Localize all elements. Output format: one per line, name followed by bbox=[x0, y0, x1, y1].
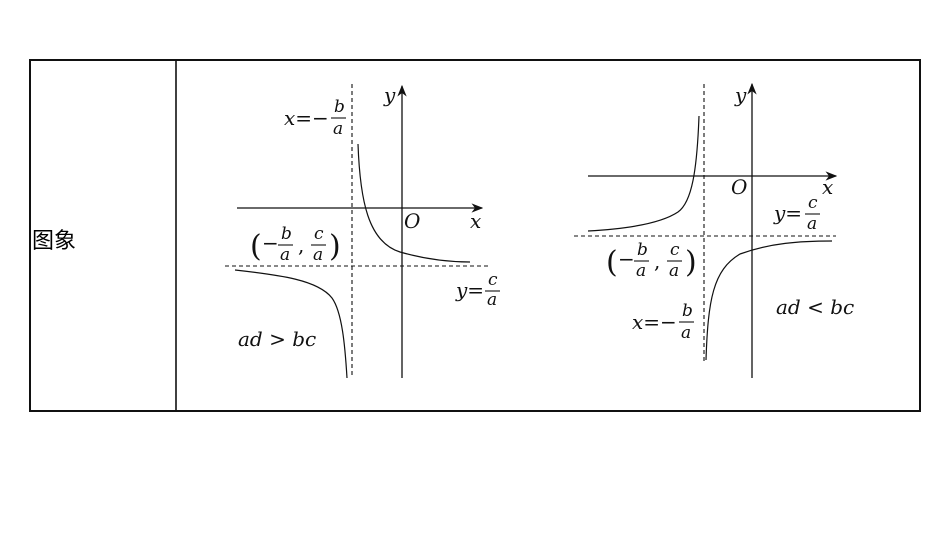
hyperbola-branch-upper-right bbox=[587, 115, 700, 232]
svg-text:y=: y= bbox=[455, 278, 484, 302]
x-label-left: x bbox=[470, 209, 481, 233]
graph-left: x y O x=− b a ( − b a , c a ) y= c a ad … bbox=[225, 83, 500, 379]
svg-text:a: a bbox=[313, 245, 323, 265]
svg-text:x=−: x=− bbox=[284, 106, 329, 130]
svg-text:a: a bbox=[636, 261, 646, 281]
svg-text:a: a bbox=[681, 323, 691, 343]
svg-text:b: b bbox=[637, 240, 648, 260]
table-border bbox=[29, 59, 921, 412]
svg-text:b: b bbox=[682, 301, 693, 321]
origin-label-left: O bbox=[404, 209, 420, 233]
svg-text:b: b bbox=[334, 97, 345, 117]
svg-text:x=−: x=− bbox=[632, 310, 677, 334]
hyperbola-branch-lower-left bbox=[234, 269, 348, 379]
svg-text:b: b bbox=[281, 224, 292, 244]
svg-text:): ) bbox=[329, 229, 341, 264]
vertical-asymptote-label-right: x=− b a bbox=[632, 301, 694, 343]
table-frame bbox=[29, 59, 921, 412]
svg-text:c: c bbox=[488, 270, 498, 290]
row-label: 图象 bbox=[32, 229, 76, 254]
svg-text:c: c bbox=[670, 240, 680, 260]
center-point-label-right: ( − b a , c a ) bbox=[606, 240, 697, 281]
svg-text:a: a bbox=[280, 245, 290, 265]
svg-text:−: − bbox=[618, 247, 635, 271]
svg-text:a: a bbox=[333, 119, 343, 139]
vertical-asymptote-label-left: x=− b a bbox=[284, 97, 346, 139]
svg-text:): ) bbox=[685, 245, 697, 280]
condition-left: ad > bc bbox=[238, 327, 316, 351]
svg-text:c: c bbox=[808, 193, 818, 213]
svg-text:c: c bbox=[314, 224, 324, 244]
svg-text:a: a bbox=[487, 290, 497, 310]
origin-label-right: O bbox=[731, 175, 747, 199]
center-point-label-left: ( − b a , c a ) bbox=[250, 224, 341, 265]
svg-text:(: ( bbox=[250, 229, 262, 264]
y-label-left: y bbox=[383, 83, 396, 107]
svg-text:a: a bbox=[807, 214, 817, 234]
hyperbola-branch-lower-right bbox=[705, 240, 833, 361]
horizontal-asymptote-label-left: y= c a bbox=[455, 270, 500, 310]
x-label-right: x bbox=[822, 175, 833, 199]
svg-text:a: a bbox=[669, 261, 679, 281]
y-label-right: y bbox=[734, 83, 747, 107]
svg-text:,: , bbox=[654, 249, 660, 273]
graph-right: x y O y= c a ( − b a , c a ) x=− b a ad … bbox=[574, 82, 854, 378]
svg-text:y=: y= bbox=[773, 201, 802, 225]
svg-text:−: − bbox=[262, 231, 279, 255]
svg-text:(: ( bbox=[606, 245, 618, 280]
hyperbola-branch-upper-left bbox=[357, 143, 471, 263]
horizontal-asymptote-label-right: y= c a bbox=[773, 193, 820, 234]
condition-right: ad < bc bbox=[776, 295, 854, 319]
svg-text:,: , bbox=[298, 233, 304, 257]
